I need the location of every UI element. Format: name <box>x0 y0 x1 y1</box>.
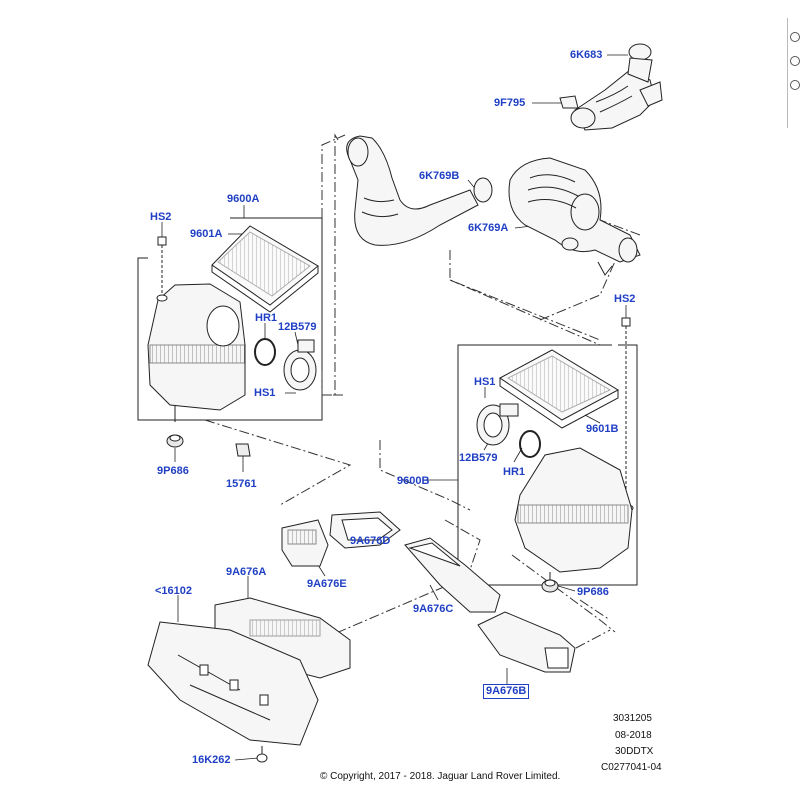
left-9p686-grommet <box>166 434 184 448</box>
callout-hs2-left[interactable]: HS2 <box>150 211 172 223</box>
duct-9A676E <box>281 519 329 567</box>
filter-element-9601B <box>499 349 620 429</box>
viewer-control-icon[interactable] <box>790 32 800 42</box>
callout-hr1-right[interactable]: HR1 <box>503 466 526 478</box>
right-9p686-grommet <box>541 579 559 593</box>
callout-15761[interactable]: 15761 <box>226 478 257 490</box>
callout-12B579-left[interactable]: 12B579 <box>278 321 317 333</box>
bolt-16K262 <box>256 746 268 763</box>
callout-9P686-right[interactable]: 9P686 <box>577 586 609 598</box>
right-maf-sensor <box>476 403 519 446</box>
callout-9P686-left[interactable]: 9P686 <box>157 465 189 477</box>
callout-9A676E[interactable]: 9A676E <box>307 578 347 590</box>
left-assembly-box <box>137 217 323 421</box>
copyright-notice: © Copyright, 2017 - 2018. Jaguar Land Ro… <box>320 771 561 782</box>
hose-6K769B <box>346 135 493 246</box>
callout-6K683[interactable]: 6K683 <box>570 49 603 61</box>
callout-9A676B[interactable]: 9A676B <box>483 684 530 699</box>
callout-16K262[interactable]: 16K262 <box>192 754 231 766</box>
left-maf-sensor <box>283 339 317 391</box>
left-hr1-ring <box>254 338 276 366</box>
left-airbox <box>147 283 246 422</box>
viewer-control-icon[interactable] <box>790 80 800 90</box>
viewer-control-icon[interactable] <box>790 56 800 66</box>
diagram-illustration-id: C0277041-04 <box>601 762 662 773</box>
callout-hr1-left[interactable]: HR1 <box>255 312 278 324</box>
callout-6K769A[interactable]: 6K769A <box>468 222 509 234</box>
callout-9F795[interactable]: 9F795 <box>494 97 526 109</box>
callout-9601B[interactable]: 9601B <box>586 423 619 435</box>
duct-6K769A <box>508 157 641 276</box>
filter-element-9601A <box>211 225 319 313</box>
callout-9A676D[interactable]: 9A676D <box>350 535 391 547</box>
callout-12B579-right[interactable]: 12B579 <box>459 452 498 464</box>
viewer-side-strip <box>787 18 800 128</box>
right-airbox <box>514 447 633 580</box>
callout-hs2-right[interactable]: HS2 <box>614 293 636 305</box>
diagram-date: 08-2018 <box>615 730 652 741</box>
callout-hs1-left[interactable]: HS1 <box>254 387 276 399</box>
callout-hs1-right[interactable]: HS1 <box>474 376 496 388</box>
callout-6K769B[interactable]: 6K769B <box>419 170 460 182</box>
right-hr1-ring <box>519 430 541 458</box>
diagram-model-code: 30DDTX <box>615 746 654 757</box>
left-hs2-bolt <box>156 236 168 302</box>
diagram-ref-number: 3031205 <box>613 713 652 724</box>
callout-16102[interactable]: <16102 <box>155 585 193 597</box>
clip-15761 <box>235 443 251 457</box>
turbo-inlet-pipe <box>559 43 663 131</box>
callout-9600B[interactable]: 9600B <box>397 475 430 487</box>
duct-9A676B <box>477 611 576 673</box>
duct-9A676D <box>329 511 401 549</box>
routing-lines <box>204 133 641 649</box>
callout-9600A[interactable]: 9600A <box>227 193 260 205</box>
leader-lines <box>161 54 628 761</box>
duct-9A676C <box>404 537 501 613</box>
shroud-16102 <box>147 621 319 746</box>
callout-9601A[interactable]: 9601A <box>190 228 223 240</box>
callout-9A676C[interactable]: 9A676C <box>413 603 454 615</box>
callout-9A676A[interactable]: 9A676A <box>226 566 267 578</box>
